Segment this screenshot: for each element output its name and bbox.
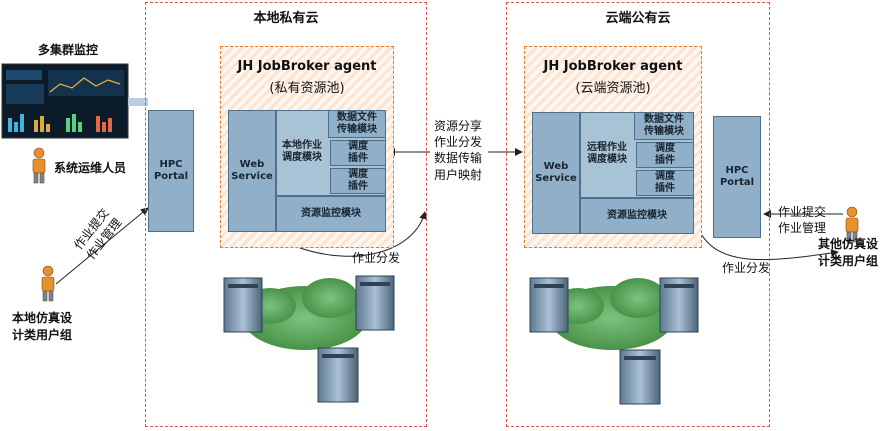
local-dispatch-label: 作业分发 (351, 251, 400, 265)
cloud-agent-title: JH JobBroker agent (543, 59, 683, 74)
cloud-dispatch-label: 作业分发 (721, 261, 770, 275)
middle-link-label: 资源分享 作业分发 数据传输 用户映射 (433, 119, 482, 182)
other-users-icon (845, 206, 859, 243)
local-submit-arrow (55, 207, 149, 285)
monitor-link (128, 98, 148, 106)
local-cluster-icon (223, 275, 395, 403)
other-submit-label: 作业提交 作业管理 (777, 205, 826, 236)
local-job-scheduler: 本地作业 调度模块 (282, 139, 322, 164)
ops-staff-icon (32, 147, 46, 184)
cloud-dispatch-curve (699, 231, 839, 261)
cloud-scheduler-plugin-2: 调度 插件 (636, 170, 694, 196)
local-web-service: Web Service (228, 110, 276, 232)
cloud-public-title: 云端公有云 (605, 11, 671, 26)
cloud-data-transfer: 数据文件 传输模块 (634, 112, 694, 140)
other-users-label: 其他仿真设 计类用户组 (818, 237, 879, 268)
local-dispatch-curve (299, 211, 428, 257)
remote-job-scheduler: 远程作业 调度模块 (587, 141, 627, 166)
local-agent-title: JH JobBroker agent (237, 59, 377, 74)
cloud-resource-monitor: 资源监控模块 (580, 198, 694, 234)
cloud-web-service: Web Service (532, 112, 580, 234)
local-private-cloud-region: 本地私有云 (145, 2, 427, 427)
cloud-scheduler-plugin-1: 调度 插件 (636, 142, 694, 168)
local-resource-monitor: 资源监控模块 (276, 196, 386, 232)
cloud-agent-subtitle: (云端资源池) (575, 81, 651, 96)
local-users-icon (41, 265, 55, 302)
local-data-transfer: 数据文件 传输模块 (328, 110, 386, 138)
monitoring-screen-icon (1, 63, 129, 139)
monitoring-label: 多集群监控 (38, 43, 99, 57)
local-scheduler-plugin-2: 调度 插件 (330, 168, 386, 194)
cloud-hpc-portal: HPC Portal (713, 116, 761, 238)
local-agent-subtitle: (私有资源池) (269, 81, 345, 96)
local-scheduler-plugin-1: 调度 插件 (330, 140, 386, 166)
cloud-cluster-icon (529, 277, 699, 405)
local-private-cloud-title: 本地私有云 (253, 11, 319, 26)
cloud-public-region: 云端公有云 (506, 2, 770, 427)
local-users-label: 本地仿真设 计类用户组 (12, 311, 73, 342)
local-hpc-portal: HPC Portal (148, 110, 194, 232)
ops-staff-label: 系统运维人员 (54, 161, 127, 175)
